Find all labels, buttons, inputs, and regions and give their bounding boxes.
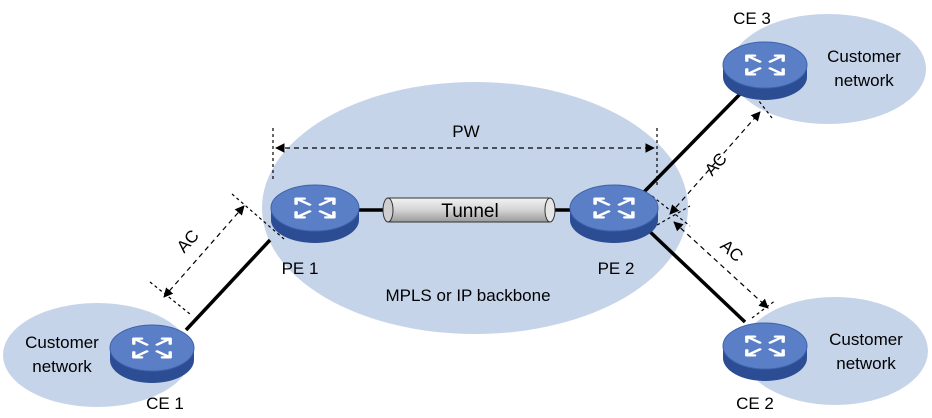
customer-network-ce1-line2: network	[32, 357, 92, 376]
ac-ce3-label: AC	[701, 149, 731, 179]
link-pe2-ce3	[642, 88, 746, 194]
ce3-label: CE 3	[733, 9, 771, 28]
pw-connection: PW	[272, 122, 658, 186]
router-ce1[interactable]	[109, 324, 195, 383]
tunnel: Tunnel	[382, 197, 556, 223]
router-ce3[interactable]	[722, 41, 808, 100]
router-icon	[722, 41, 808, 100]
router-pe2[interactable]	[569, 184, 659, 243]
ac-ce1-label: AC	[173, 226, 203, 256]
router-icon	[722, 322, 808, 381]
pe2-label: PE 2	[598, 259, 635, 278]
ac-ce2-label: AC	[717, 236, 747, 266]
router-pe1[interactable]	[270, 184, 360, 243]
customer-network-ce3-line2: network	[834, 71, 894, 90]
router-ce2[interactable]	[722, 322, 808, 381]
ce1-label: CE 1	[146, 394, 184, 413]
tunnel-label: Tunnel	[441, 201, 498, 222]
link-pe1-ce1	[184, 238, 272, 332]
pe1-label: PE 1	[282, 259, 319, 278]
customer-network-ce2-cloud	[742, 297, 928, 405]
backbone-label: MPLS or IP backbone	[385, 286, 550, 305]
customer-network-ce2-line2: network	[836, 354, 896, 373]
router-icon	[109, 324, 195, 383]
router-icon	[569, 184, 659, 243]
ce2-label: CE 2	[736, 394, 774, 413]
pw-label: PW	[452, 122, 479, 141]
router-icon	[270, 184, 360, 243]
customer-network-ce3-line1: Customer	[827, 47, 901, 66]
customer-network-ce2-line1: Customer	[829, 330, 903, 349]
customer-network-ce1-line1: Customer	[25, 333, 99, 352]
